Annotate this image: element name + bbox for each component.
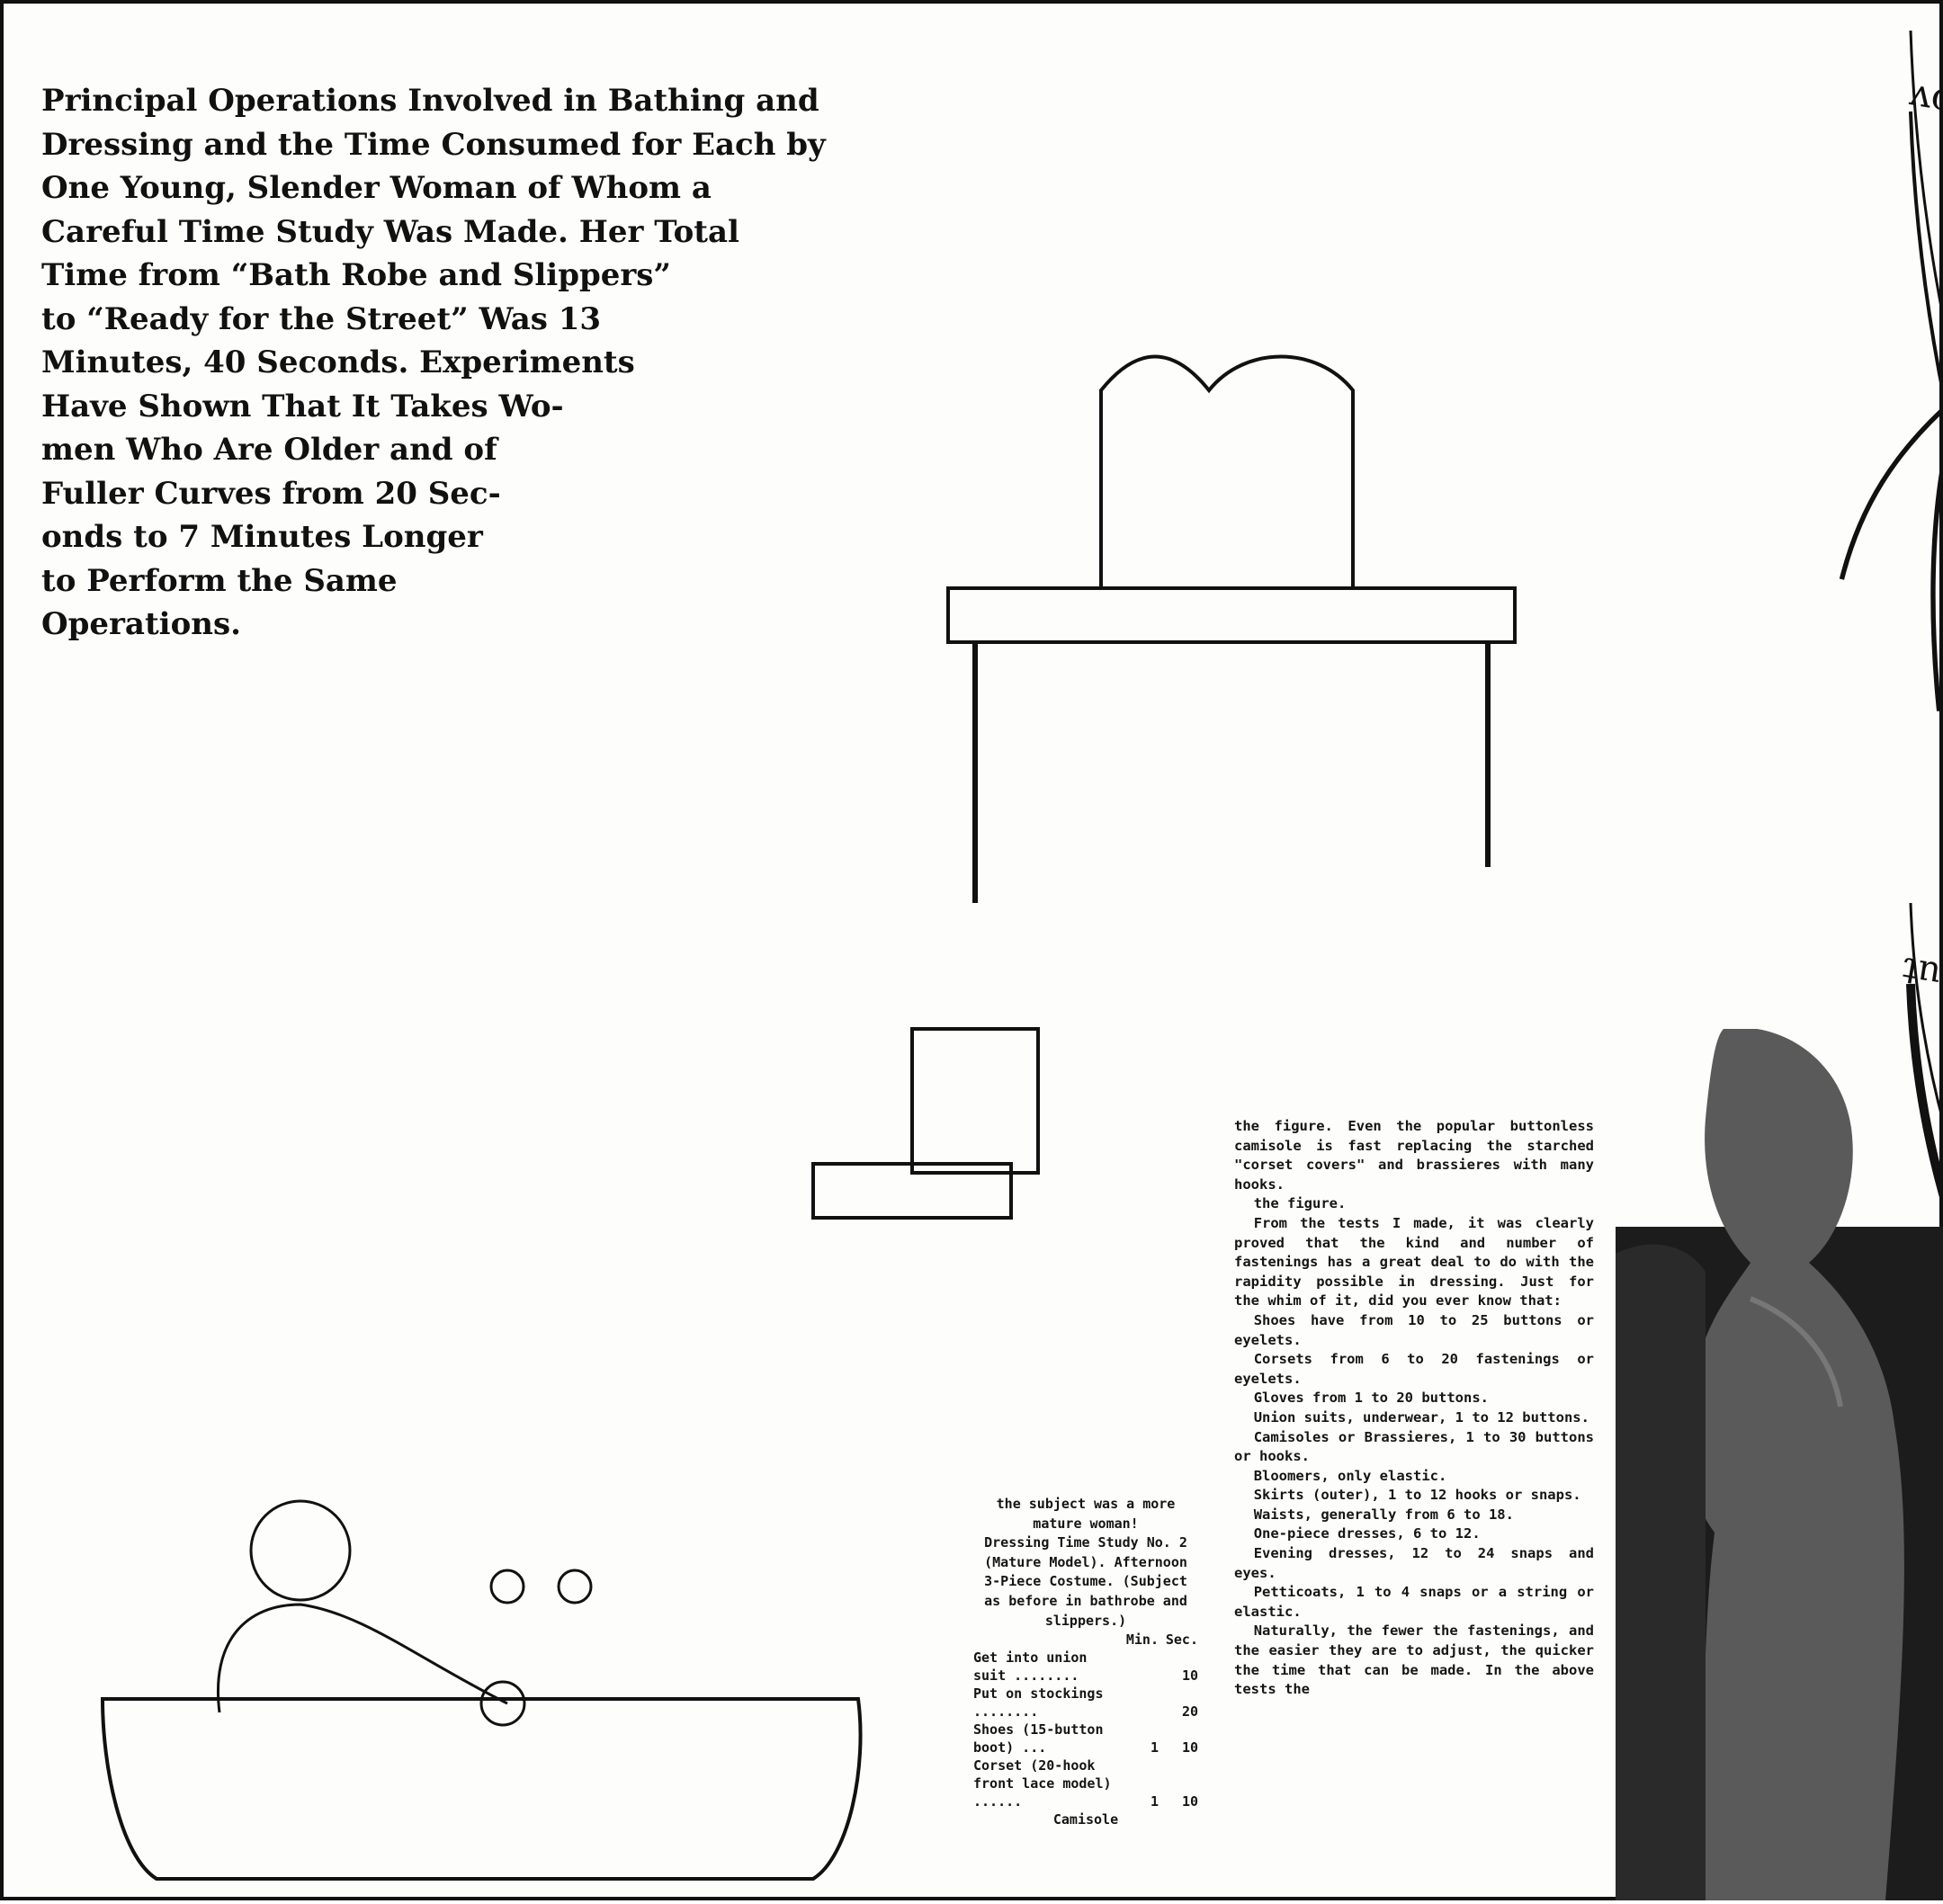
article-paragraph: From the tests I made, it was clearly pr…: [1234, 1214, 1594, 1310]
bather-body: [217, 1603, 508, 1713]
study-trailing: Camisole: [1052, 1811, 1119, 1828]
study-sec: 10: [1181, 1793, 1198, 1810]
caption-line: Careful Time Study Was Made. Her Total: [41, 213, 739, 250]
study-item: Get into union suit ........: [973, 1649, 1088, 1685]
chair: [811, 1027, 1040, 1220]
caption-line: to “Ready for the Street” Was 13: [41, 300, 602, 337]
study-min: 1: [1150, 1793, 1159, 1810]
study-item: Put on stockings ........: [973, 1685, 1104, 1721]
article-paragraph: Petticoats, 1 to 4 snaps or a string or …: [1234, 1584, 1594, 1620]
faucet-handle: [557, 1569, 593, 1605]
article-paragraph: Waists, generally from 6 to 18.: [1253, 1506, 1514, 1523]
caption-line: One Young, Slender Woman of Whom a: [41, 170, 712, 206]
caption-line: Fuller Curves from 20 Sec-: [41, 475, 501, 512]
study-min: [1119, 1649, 1159, 1685]
caption-line: men Who Are Older and of: [41, 432, 497, 468]
caption-line: Principal Operations Involved in Bathing…: [41, 83, 819, 119]
study-row: Put on stockings ........ 20: [973, 1685, 1198, 1721]
article-paragraph: Bloomers, only elastic.: [1253, 1467, 1447, 1484]
study-rows: Min. Sec. Get into union suit ........ 10…: [973, 1631, 1198, 1810]
bathtub: [100, 1697, 863, 1881]
chair-back: [910, 1027, 1040, 1175]
study-title: Dressing Time Study No. 2 (Mature Model)…: [984, 1534, 1187, 1629]
sponge: [479, 1680, 526, 1727]
study-row: Get into union suit ........ 10: [973, 1649, 1198, 1685]
faucet-handle: [489, 1569, 525, 1605]
caption-line: onds to 7 Minutes Longer: [41, 519, 483, 555]
article-paragraph: the figure. Even the popular buttonless …: [1234, 1118, 1594, 1193]
article-paragraph: Skirts (outer), 1 to 12 hooks or snaps.: [1253, 1487, 1581, 1504]
vanity-top: [946, 586, 1517, 644]
diagram-caption: Principal Operations Involved in Bathing…: [41, 79, 826, 647]
time-study-table: the subject was a more mature woman! Dre…: [973, 1495, 1198, 1830]
caption-line: to Perform the Same: [41, 562, 398, 599]
study-intro: the subject was a more mature woman!: [996, 1496, 1176, 1532]
caption-line: Time from “Bath Robe and Slippers”: [41, 257, 671, 293]
study-header-row: Min. Sec.: [973, 1631, 1198, 1649]
vanity-mirror: [1099, 354, 1355, 588]
article-paragraph: Gloves from 1 to 20 buttons.: [1253, 1390, 1489, 1407]
article-paragraph: Camisoles or Brassieres, 1 to 30 buttons…: [1234, 1428, 1594, 1465]
caption-line: Have Shown That It Takes Wo-: [41, 388, 564, 425]
article-paragraph: Naturally, the fewer the fastenings, and…: [1234, 1622, 1594, 1698]
figure-arms: [1839, 406, 1943, 580]
article-column: the figure. Even the popular buttonless …: [1234, 1117, 1594, 1700]
caption-line: Operations.: [41, 606, 241, 642]
study-sec: 10: [1181, 1667, 1198, 1685]
article-paragraph: Shoes have from 10 to 25 buttons or eyel…: [1234, 1311, 1594, 1348]
study-sec: 20: [1181, 1703, 1198, 1721]
sector-illustrations: [100, 354, 1943, 1881]
study-col-min: Min.: [1125, 1631, 1159, 1649]
study-min: [1119, 1685, 1159, 1721]
study-item: Corset (20-hook front lace model) ......: [973, 1757, 1112, 1810]
study-sec: 10: [1181, 1739, 1198, 1757]
article-paragraph: Evening dresses, 12 to 24 snaps and eyes…: [1234, 1545, 1594, 1581]
bath-illustration: [100, 1499, 863, 1881]
halftone-photo: [1616, 1029, 1943, 1900]
study-row: Shoes (15-button boot) ... 1 10: [973, 1721, 1198, 1757]
study-item: Shoes (15-button boot) ...: [973, 1721, 1104, 1757]
study-col-sec: Sec.: [1165, 1631, 1198, 1649]
article-paragraph: One-piece dresses, 6 to 12.: [1253, 1525, 1481, 1542]
study-row: Corset (20-hook front lace model) ......…: [973, 1757, 1198, 1810]
article-paragraph: the figure.: [1253, 1195, 1347, 1212]
time-study-fan-diagram: Bath4 MinutesUnderwear, Stockings, Shoes…: [4, 4, 1943, 1881]
caption-line: Dressing and the Time Consumed for Each …: [41, 126, 826, 163]
article-paragraph: Union suits, underwear, 1 to 12 buttons.: [1253, 1408, 1589, 1426]
article-paragraph: Corsets from 6 to 20 fastenings or eyele…: [1234, 1351, 1594, 1387]
vanity-table: [946, 354, 1517, 903]
bather-head: [249, 1499, 352, 1602]
study-min: 1: [1150, 1739, 1159, 1757]
caption-line: Minutes, 40 Seconds. Experiments: [41, 344, 635, 380]
